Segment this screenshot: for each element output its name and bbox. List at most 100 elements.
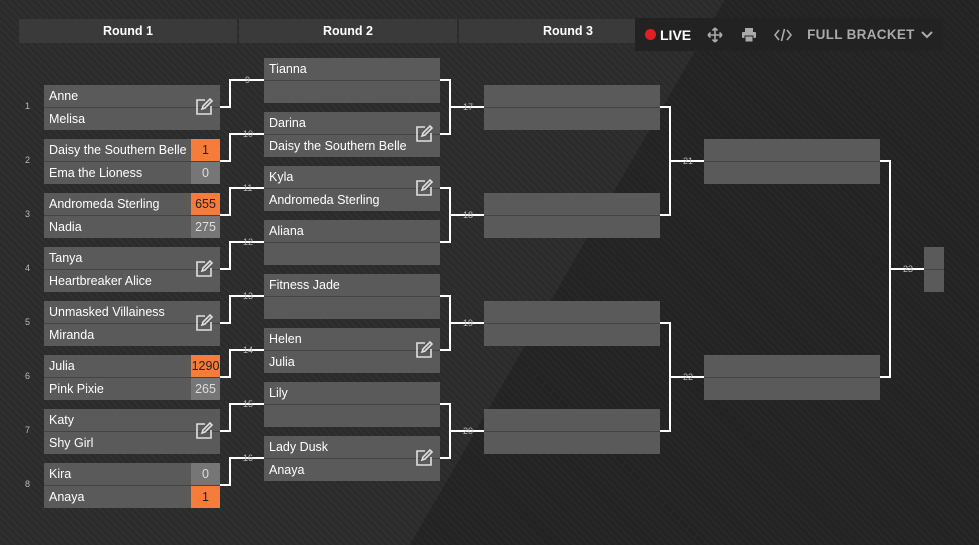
score-box: 0	[191, 463, 220, 485]
edit-icon[interactable]	[414, 340, 434, 360]
player-name: Anaya	[269, 463, 305, 477]
score-box: 1	[191, 486, 220, 508]
match-slot: Darina	[264, 112, 440, 134]
score-box: 655	[191, 193, 220, 215]
player-name: Julia	[269, 355, 295, 369]
match-card[interactable]	[484, 85, 660, 130]
print-icon[interactable]	[739, 25, 759, 45]
match-slot: Lady Dusk	[264, 436, 440, 458]
match-slot: Tianna	[264, 58, 440, 80]
player-name: Tianna	[269, 62, 307, 76]
score-box: 275	[191, 216, 220, 238]
embed-icon[interactable]	[773, 25, 793, 45]
player-name: Melisa	[49, 112, 86, 126]
seed-number: 2	[25, 155, 31, 165]
score-box: 1290	[191, 355, 220, 377]
player-name: Shy Girl	[49, 436, 94, 450]
edit-icon[interactable]	[194, 259, 214, 279]
player-name: Andromeda Sterling	[269, 193, 380, 207]
chevron-down-icon	[921, 30, 933, 38]
match-card[interactable]: Lady Dusk Anaya	[264, 436, 440, 481]
match-slot: Anne	[44, 85, 220, 107]
match-slot: Daisy the Southern Belle	[264, 135, 440, 157]
match-number: 11	[243, 183, 253, 193]
match-slot	[264, 81, 440, 103]
match-slot: Aliana	[264, 220, 440, 242]
score-box: 0	[191, 162, 220, 184]
match-card[interactable]: Kyla Andromeda Sterling	[264, 166, 440, 211]
player-name: Ema the Lioness	[49, 166, 143, 180]
player-name: Daisy the Southern Belle	[269, 139, 407, 153]
match-number: 14	[243, 345, 254, 355]
match-slot: Tanya	[44, 247, 220, 269]
match-card[interactable]	[704, 139, 880, 184]
player-name: Unmasked Villainess	[49, 305, 165, 319]
match-number: 9	[245, 75, 251, 85]
seed-number: 5	[25, 317, 31, 327]
edit-icon[interactable]	[414, 448, 434, 468]
player-name: Kyla	[269, 170, 294, 184]
match-slot: Julia	[264, 351, 440, 373]
match-card[interactable]: Unmasked Villainess Miranda	[44, 301, 220, 346]
player-name: Daisy the Southern Belle	[49, 143, 187, 157]
match-number: 19	[463, 318, 474, 328]
match-card[interactable]: Helen Julia	[264, 328, 440, 373]
edit-icon[interactable]	[194, 313, 214, 333]
match-slot	[264, 297, 440, 319]
player-name: Tanya	[49, 251, 83, 265]
match-card[interactable]: Tianna	[264, 58, 440, 103]
player-name: Lady Dusk	[269, 440, 329, 454]
match-number: 20	[463, 426, 474, 436]
match-card[interactable]: Fitness Jade	[264, 274, 440, 319]
match-card[interactable]: Darina Daisy the Southern Belle	[264, 112, 440, 157]
player-name: Aliana	[269, 224, 304, 238]
match-number: 10	[243, 129, 254, 139]
move-icon[interactable]	[705, 25, 725, 45]
match-number: 22	[683, 372, 694, 382]
match-slot: Helen	[264, 328, 440, 350]
player-name: Anaya	[49, 490, 85, 504]
match-card[interactable]: Aliana	[264, 220, 440, 265]
match-card[interactable]	[484, 193, 660, 238]
full-bracket-dropdown[interactable]: FULL BRACKET	[807, 27, 933, 42]
player-name: Heartbreaker Alice	[49, 274, 152, 288]
full-bracket-label: FULL BRACKET	[807, 27, 915, 42]
match-slot: Anaya 1	[44, 486, 220, 508]
edit-icon[interactable]	[194, 97, 214, 117]
match-slot: Shy Girl	[44, 432, 220, 454]
match-number: 23	[903, 264, 914, 274]
final-match-card[interactable]	[924, 247, 944, 292]
match-number: 18	[463, 210, 474, 220]
match-card[interactable]	[704, 355, 880, 400]
edit-icon[interactable]	[194, 421, 214, 441]
player-name: Katy	[49, 413, 75, 427]
player-name: Miranda	[49, 328, 95, 342]
edit-icon[interactable]	[414, 178, 434, 198]
live-label: LIVE	[660, 26, 692, 43]
match-card[interactable]: Tanya Heartbreaker Alice	[44, 247, 220, 292]
live-button[interactable]: LIVE	[645, 27, 691, 43]
player-name: Julia	[49, 359, 75, 373]
match-slot	[264, 405, 440, 427]
player-name: Lily	[269, 386, 288, 400]
match-slot: Lily	[264, 382, 440, 404]
match-slot	[264, 243, 440, 265]
match-card[interactable]: Lily	[264, 382, 440, 427]
match-card[interactable]	[484, 409, 660, 454]
player-name: Andromeda Sterling	[49, 197, 160, 211]
player-name: Pink Pixie	[49, 382, 104, 396]
match-card[interactable]: Anne Melisa	[44, 85, 220, 130]
match-slot: Julia 1290	[44, 355, 220, 377]
match-card[interactable]	[484, 301, 660, 346]
round-header-2: Round 2	[239, 19, 457, 43]
edit-icon[interactable]	[414, 124, 434, 144]
match-slot: Unmasked Villainess	[44, 301, 220, 323]
match-card[interactable]: Katy Shy Girl	[44, 409, 220, 454]
